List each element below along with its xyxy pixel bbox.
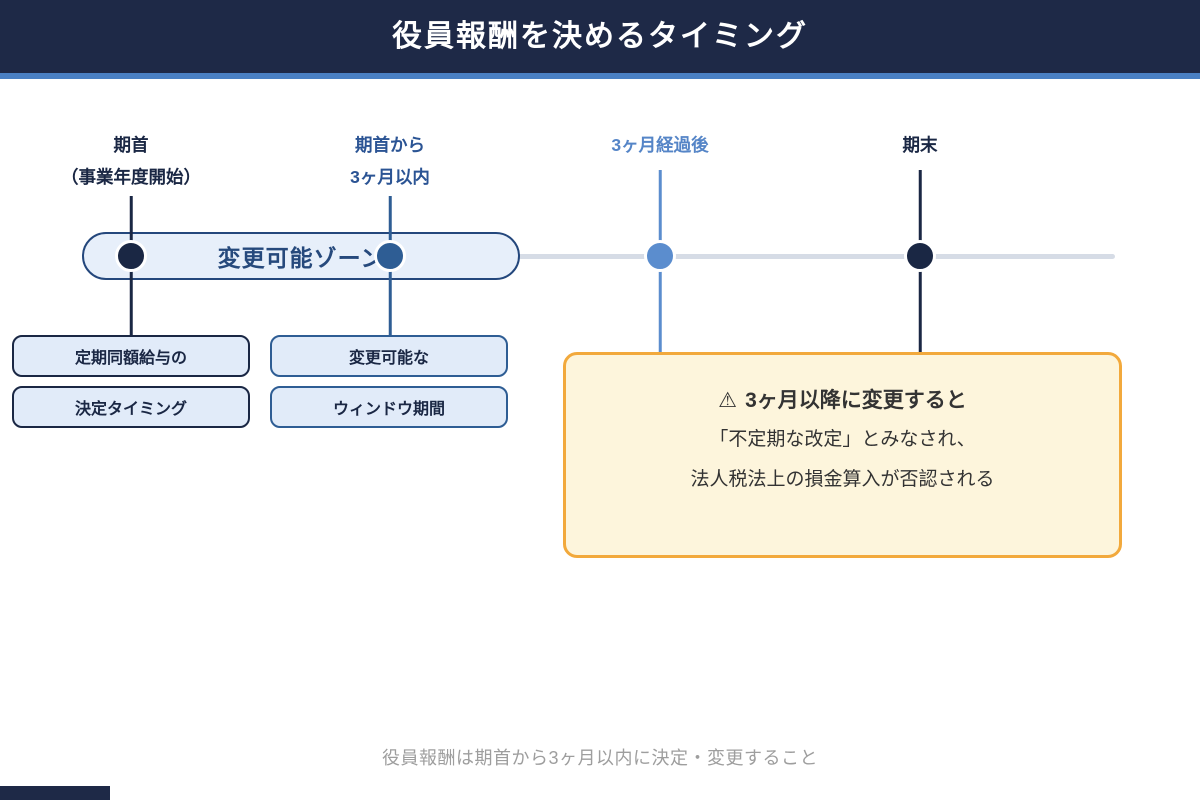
header-bar: 役員報酬を決めるタイミング <box>0 0 1200 73</box>
milestone-dot-period-start <box>115 240 147 272</box>
milestone-dot-within-3-months <box>374 240 406 272</box>
milestone-label-after-3-months: 3ヶ月経過後 <box>530 129 790 161</box>
callout-text: 決定タイミング <box>74 401 187 418</box>
milestone-label-line: （事業年度開始） <box>61 167 201 187</box>
callout-box-fixed-salary-1: 定期同額給与の <box>12 335 250 377</box>
milestone-label-period-end: 期末 <box>790 129 1050 161</box>
warning-line: 「不定期な改定」とみなされ、 <box>709 429 976 450</box>
milestone-label-line: 3ヶ月以内 <box>350 167 430 187</box>
callout-box-window-2: ウィンドウ期間 <box>270 386 508 428</box>
warning-title: 3ヶ月以降に変更すると <box>745 389 967 412</box>
callout-box-fixed-salary-2: 決定タイミング <box>12 386 250 428</box>
warning-line: 法人税法上の損金算入が否認される <box>690 469 995 490</box>
callout-text: ウィンドウ期間 <box>332 401 445 418</box>
footer-note: 役員報酬は期首から3ヶ月以内に決定・変更すること <box>381 748 818 768</box>
milestone-label-line: 期首から <box>355 135 425 155</box>
warning-card: ⚠ 3ヶ月以降に変更すると 「不定期な改定」とみなされ、 法人税法上の損金算入が否… <box>563 352 1122 558</box>
callout-text: 定期同額給与の <box>74 350 187 367</box>
callout-box-window-1: 変更可能な <box>270 335 508 377</box>
milestone-label-line: 期末 <box>902 135 938 155</box>
milestone-dot-after-3-months <box>644 240 676 272</box>
footer-bar-fragment <box>0 786 110 800</box>
milestone-dot-period-end <box>904 240 936 272</box>
milestone-label-period-start: 期首 （事業年度開始） <box>1 129 261 193</box>
changeable-zone-pill: 変更可能ゾーン <box>82 232 520 280</box>
milestone-label-line: 3ヶ月経過後 <box>611 135 709 155</box>
warning-icon: ⚠ <box>718 389 738 412</box>
milestone-label-within-3-months: 期首から 3ヶ月以内 <box>260 129 520 193</box>
milestone-label-line: 期首 <box>113 135 149 155</box>
warning-body: 「不定期な改定」とみなされ、 法人税法上の損金算入が否認される <box>566 425 1119 495</box>
warning-title-row: ⚠ 3ヶ月以降に変更すると <box>566 385 1119 417</box>
callout-text: 変更可能な <box>348 350 429 367</box>
timeline-track <box>518 254 1115 259</box>
header-accent-stripe <box>0 73 1200 79</box>
zone-label: 変更可能ゾーン <box>217 245 385 271</box>
page-title: 役員報酬を決めるタイミング <box>392 20 808 53</box>
